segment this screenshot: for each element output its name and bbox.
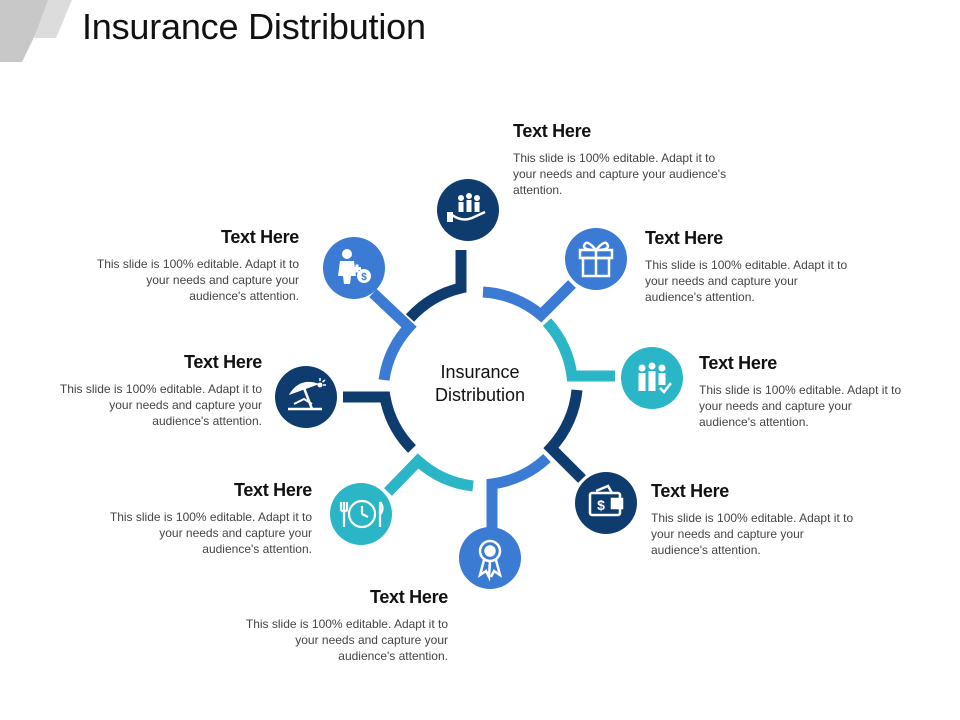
label-2: Text Here This slide is 100% editable. A… — [645, 228, 905, 305]
label-description: This slide is 100% editable. Adapt it to… — [651, 511, 854, 557]
label-1: Text Here This slide is 100% editable. A… — [513, 121, 773, 198]
label-description: This slide is 100% editable. Adapt it to… — [699, 383, 902, 429]
page-title: Insurance Distribution — [82, 6, 426, 47]
label-title: Text Here — [183, 352, 262, 372]
beach-umbrella-icon — [288, 378, 326, 411]
person-money-icon — [338, 249, 371, 284]
label-6: Text Here This slide is 100% editable. A… — [52, 480, 312, 557]
center-label-line-1: Insurance — [440, 362, 520, 382]
gift-box-icon — [578, 241, 614, 278]
label-title: Text Here — [220, 227, 299, 247]
label-5: Text Here This slide is 100% editable. A… — [188, 587, 448, 664]
node-circle-5 — [459, 527, 521, 589]
connector-2 — [482, 280, 576, 323]
node-circle-7 — [275, 366, 337, 428]
award-ribbon-icon — [477, 539, 503, 582]
label-8: Text Here This slide is 100% editable. A… — [39, 227, 299, 304]
label-7: Text Here This slide is 100% editable. A… — [2, 352, 262, 429]
label-description: This slide is 100% editable. Adapt it to… — [245, 617, 448, 663]
label-description: This slide is 100% editable. Adapt it to… — [513, 151, 727, 197]
connector-7 — [343, 391, 417, 453]
connector-3 — [542, 318, 615, 382]
wallet-dollar-icon — [588, 484, 624, 517]
label-title: Text Here — [369, 587, 448, 607]
label-3: Text Here This slide is 100% editable. A… — [699, 353, 959, 430]
label-title: Text Here — [651, 481, 730, 501]
wallet-dollar-sign: $ — [597, 497, 605, 513]
helping-hand-people-icon — [447, 193, 486, 222]
label-description: This slide is 100% editable. Adapt it to… — [59, 382, 262, 428]
center-label-line-2: Distribution — [434, 385, 526, 405]
label-description: This slide is 100% editable. Adapt it to… — [96, 257, 299, 303]
label-description: This slide is 100% editable. Adapt it to… — [109, 510, 312, 556]
label-description: This slide is 100% editable. Adapt it to… — [645, 258, 848, 304]
node-circle-4 — [575, 472, 637, 534]
center-label: Insurance Distribution — [400, 361, 560, 407]
corner-decoration — [0, 0, 72, 62]
connector-4 — [543, 389, 586, 483]
label-title: Text Here — [513, 121, 592, 141]
connector-8 — [369, 289, 417, 381]
connector-5 — [486, 453, 551, 528]
label-title: Text Here — [233, 480, 312, 500]
connector-6 — [384, 453, 474, 496]
clock-plate-icon — [339, 499, 384, 529]
label-title: Text Here — [699, 353, 778, 373]
connector-1 — [405, 250, 467, 322]
team-check-icon — [638, 362, 672, 394]
label-title: Text Here — [645, 228, 724, 248]
label-4: Text Here This slide is 100% editable. A… — [651, 481, 911, 558]
person-money-dollar-sign: $ — [361, 272, 367, 283]
